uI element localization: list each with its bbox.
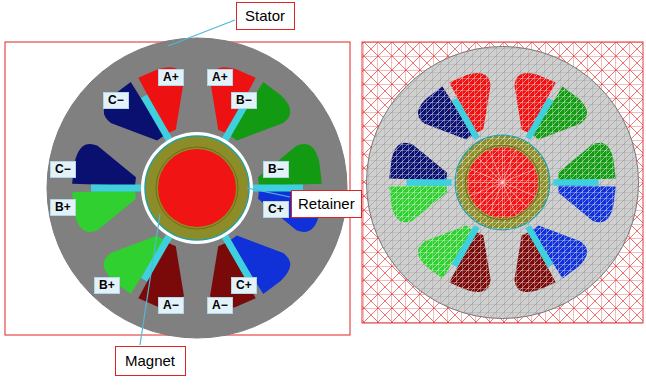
coil-label: C− (50, 161, 76, 178)
air-gap (452, 132, 554, 234)
coil-mesh (389, 184, 447, 222)
retainer-ring (455, 135, 549, 229)
coil-side (258, 144, 322, 186)
coil-label: B− (231, 92, 257, 109)
coil-label: B+ (94, 277, 120, 294)
motor-section (47, 38, 347, 338)
retainer-inner (156, 147, 238, 229)
magnet-mesh-line (503, 150, 517, 183)
callout-box: Stator (236, 2, 295, 30)
coil-side (558, 184, 616, 222)
coil-side (389, 143, 447, 181)
callout-box: Retainer (291, 190, 362, 218)
coil-label: A+ (207, 69, 233, 86)
coil-label: C+ (231, 277, 257, 294)
slot-separator (553, 179, 598, 185)
slot-separator (406, 179, 451, 185)
magnet-mesh-line (502, 183, 503, 218)
retainer-ring (145, 136, 249, 240)
leader-line (140, 214, 160, 345)
magnet-mesh-line (477, 183, 502, 208)
coil-side (72, 190, 136, 232)
magnet-mesh-line (470, 169, 503, 183)
stator-core (47, 38, 347, 338)
callout-box: Magnet (115, 346, 186, 376)
leader-line (247, 188, 290, 197)
magnet-mesh-line (502, 147, 503, 182)
magnet-mesh-line (503, 183, 536, 197)
slot-separator (528, 99, 551, 138)
slot-separator (528, 226, 551, 265)
magnet-mesh-line (503, 157, 528, 182)
callout-text: Stator (245, 7, 285, 25)
coil-mesh (389, 143, 447, 181)
coil-label: B− (263, 161, 289, 178)
slot-separator (225, 236, 250, 279)
callout-text: Retainer (298, 195, 355, 213)
slot-separator (144, 96, 169, 139)
coil-label: C− (103, 92, 129, 109)
coil-label: A− (207, 297, 233, 314)
coil-label: C+ (263, 201, 289, 218)
coil-label: A+ (158, 69, 184, 86)
leader-lines (140, 20, 290, 345)
slot-separator (454, 226, 477, 265)
coil-mesh (558, 184, 616, 222)
retainer-mesh (455, 135, 549, 229)
motor-mesh (367, 47, 639, 319)
coil-side (558, 143, 616, 181)
leader-line (168, 20, 235, 46)
slot-separator (144, 236, 169, 279)
coil-label: B+ (50, 199, 76, 216)
retainer-inner (465, 145, 539, 219)
magnet-mesh-line (503, 182, 538, 183)
callout-text: Magnet (125, 352, 175, 370)
magnet (158, 149, 236, 227)
magnet-mesh-line (477, 157, 502, 182)
stator-core (367, 47, 639, 319)
magnet (467, 147, 538, 218)
mesh-boundary (362, 42, 643, 323)
coil-label: A− (158, 297, 184, 314)
magnet-mesh (467, 147, 538, 218)
coil-side (389, 184, 447, 222)
slot-separator (91, 185, 141, 192)
coil-side (72, 144, 136, 186)
coil-mesh (558, 143, 616, 181)
magnet-mesh-line (503, 183, 528, 208)
magnet-mesh-line (467, 182, 502, 183)
slot-separator (454, 99, 477, 138)
magnet-mesh-line (489, 183, 503, 216)
